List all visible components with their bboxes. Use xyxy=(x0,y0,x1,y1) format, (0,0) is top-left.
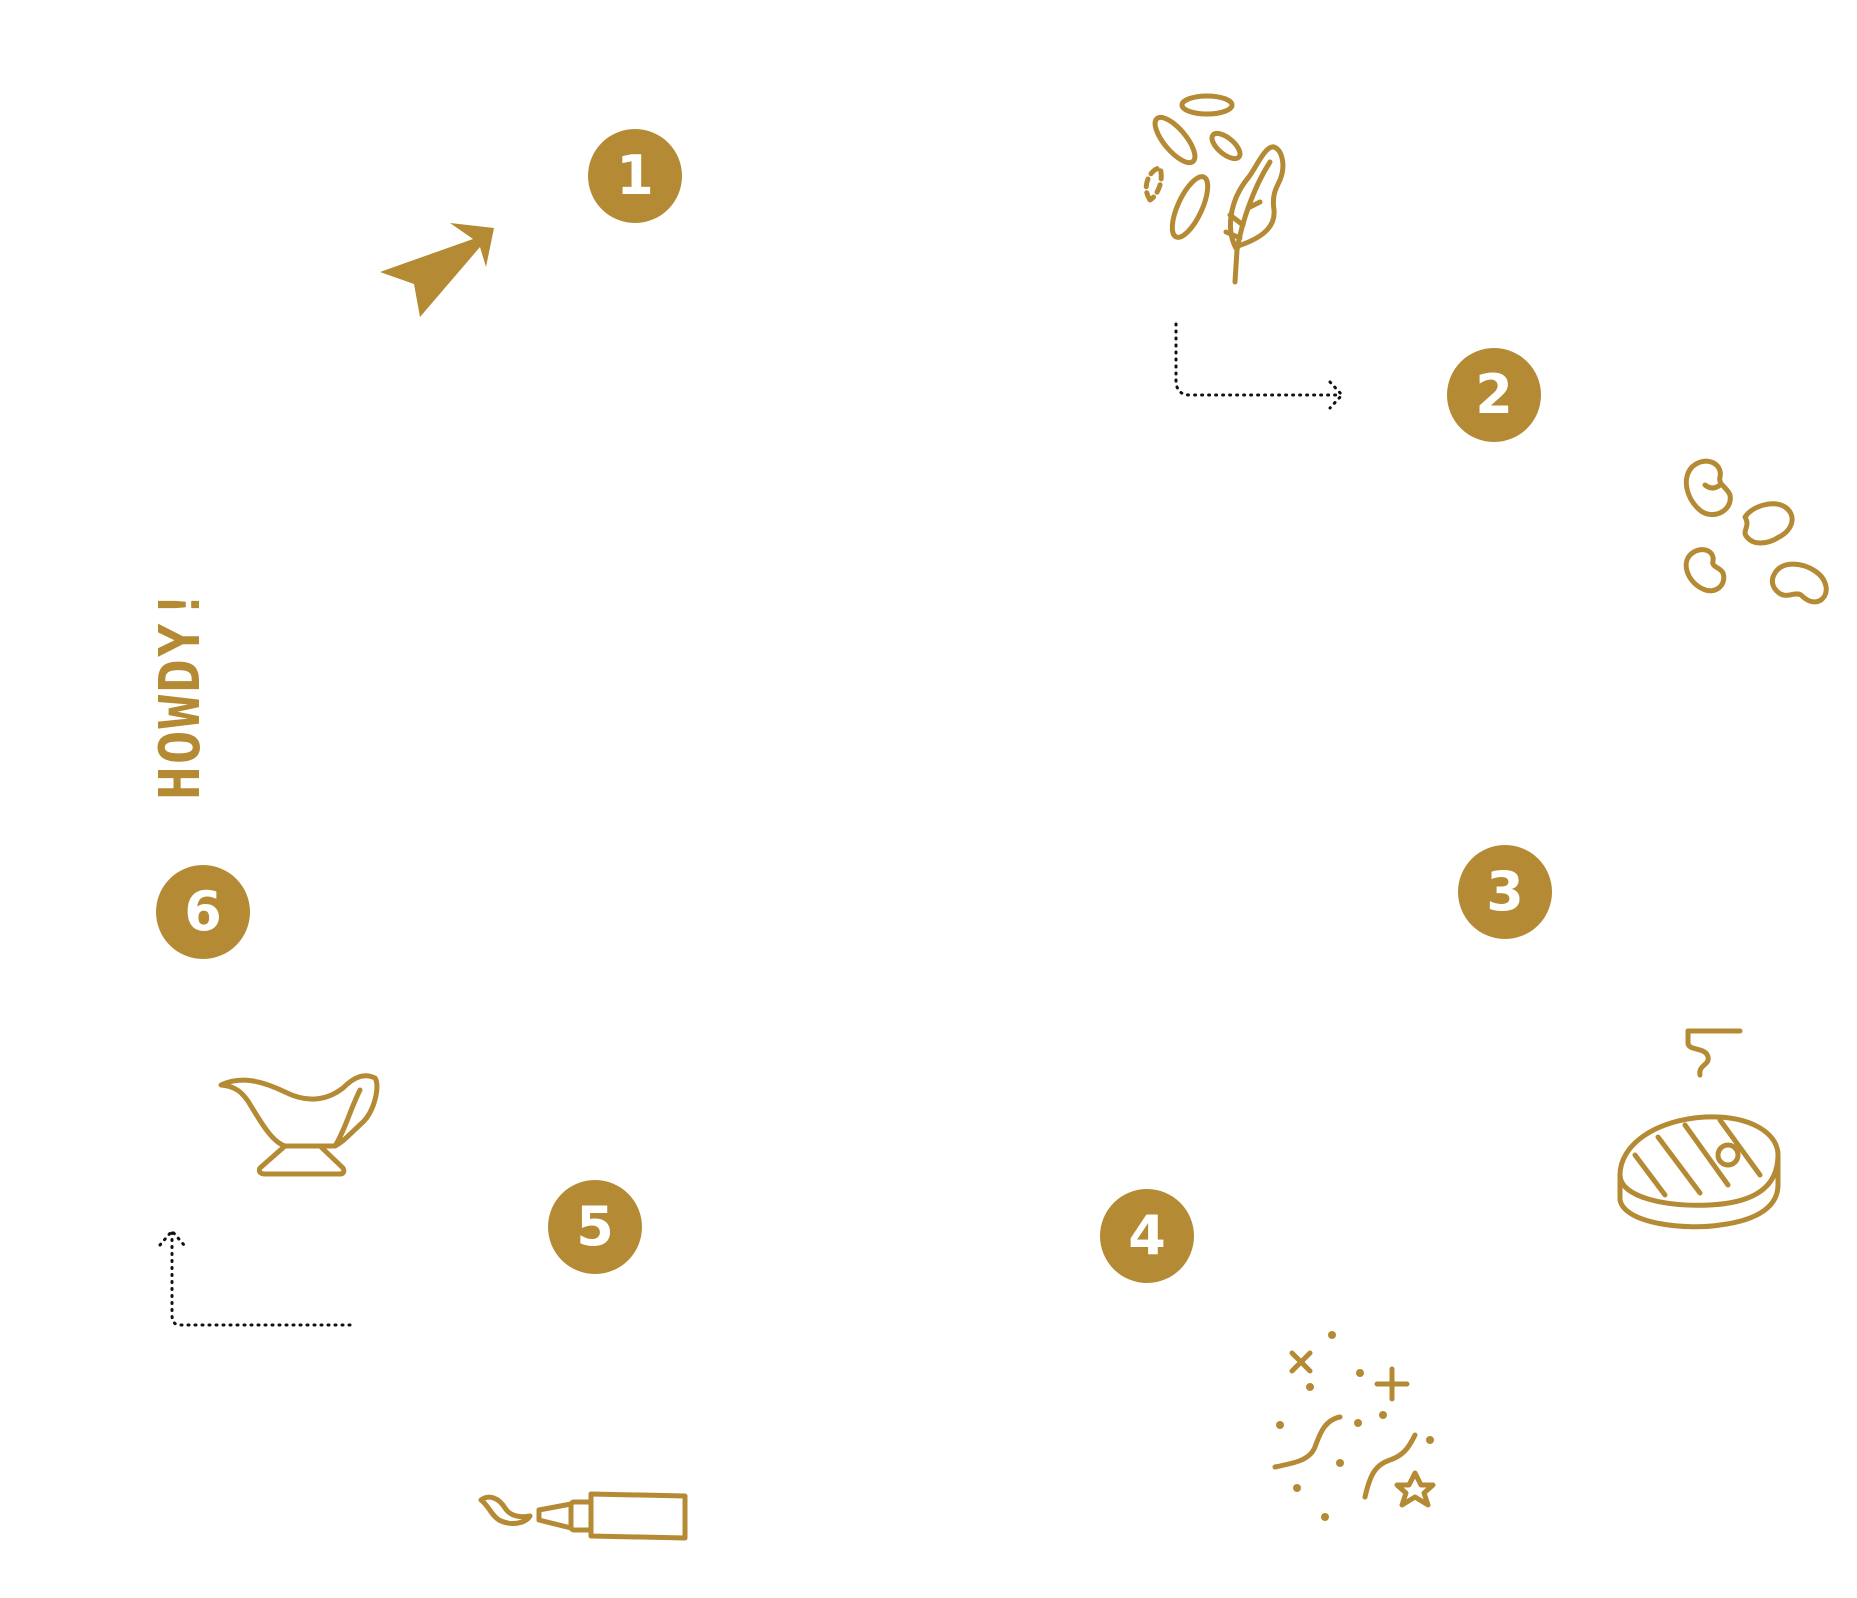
dotted-connector-up xyxy=(158,1228,352,1327)
step-number-4: 4 xyxy=(1128,1204,1166,1267)
pointer-arrow-icon xyxy=(380,223,494,317)
gravy-boat-icon xyxy=(218,1073,380,1177)
sprinkles-icon xyxy=(1272,1331,1436,1521)
step-number-3: 3 xyxy=(1486,860,1524,923)
step-badge-3: 3 xyxy=(1458,845,1552,939)
dotted-connector-right xyxy=(1174,322,1345,410)
step-badge-5: 5 xyxy=(548,1180,642,1274)
step-badge-4: 4 xyxy=(1100,1189,1194,1283)
step-number-2: 2 xyxy=(1475,363,1513,426)
step-number-5: 5 xyxy=(576,1195,614,1258)
howdy-greeting: HOWDY! xyxy=(148,585,213,800)
leaves-icon xyxy=(1143,93,1286,285)
sauce-bottle-icon xyxy=(478,1491,688,1541)
beans-icon xyxy=(1683,458,1829,605)
step-badge-6: 6 xyxy=(156,865,250,959)
step-number-6: 6 xyxy=(184,880,222,943)
steak-icon xyxy=(1617,1028,1781,1230)
step-badge-1: 1 xyxy=(588,129,682,223)
step-badge-2: 2 xyxy=(1447,348,1541,442)
step-number-1: 1 xyxy=(616,144,654,207)
